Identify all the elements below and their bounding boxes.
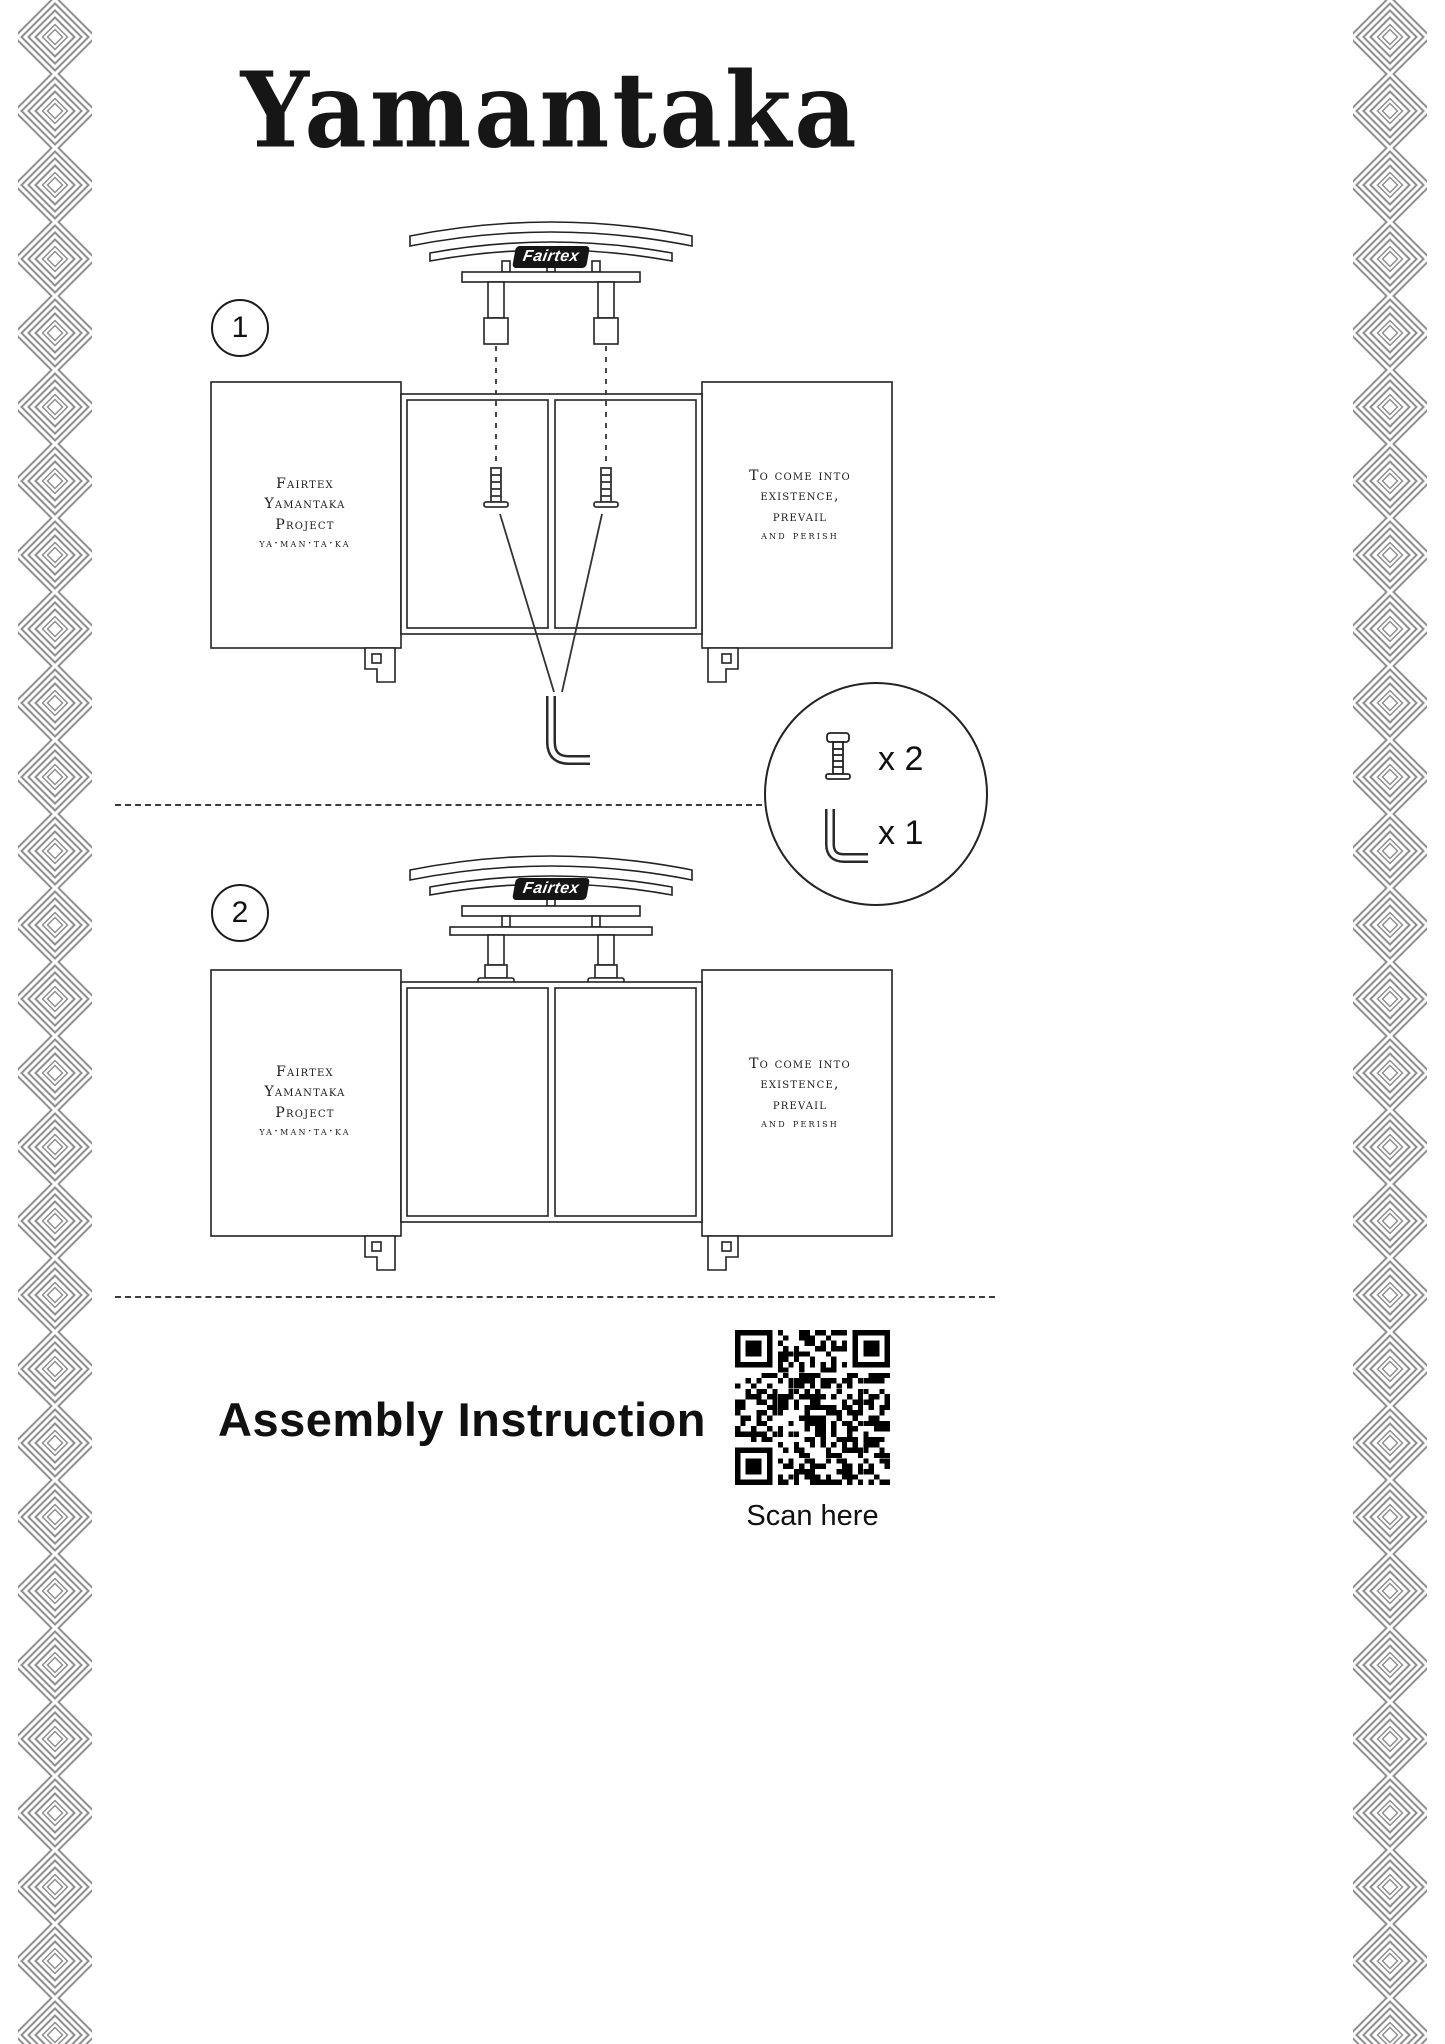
parts-legend: x 2 x 1	[764, 682, 988, 906]
left-panel-text: Fairtex Yamantaka Project ya·man·ta·ka	[230, 1062, 380, 1140]
endless-knot-border-right	[1353, 0, 1427, 2044]
torii-top-piece-attached-diagram	[406, 840, 696, 985]
bolt-icon	[483, 467, 509, 508]
page-title: Yamantaka	[240, 49, 860, 172]
cabinet-foot-right	[707, 647, 739, 683]
torii-top-piece-diagram	[406, 206, 696, 346]
step-2-badge: 2	[211, 884, 269, 942]
scan-here-label: Scan here	[746, 1500, 879, 1532]
endless-knot-border-left	[18, 0, 92, 2044]
step-1-badge: 1	[211, 299, 269, 357]
cabinet-diagram	[210, 380, 893, 690]
step-divider	[115, 804, 762, 806]
right-panel-text: To come into existence, prevail and peri…	[730, 1054, 870, 1132]
left-panel-line: ya·man·ta·ka	[259, 1123, 351, 1138]
bolt-quantity: x 2	[878, 740, 924, 778]
cabinet-foot-right	[707, 1235, 739, 1271]
left-panel-line: Yamantaka	[264, 1084, 346, 1101]
left-panel-line: ya·man·ta·ka	[259, 535, 351, 550]
cabinet-foot-left	[364, 1235, 396, 1271]
cabinet-diagram	[210, 968, 893, 1278]
right-panel-line: existence,	[760, 488, 840, 505]
dashed-guide-lines	[495, 346, 607, 466]
allen-key-icon	[546, 696, 590, 765]
right-panel-line: To come into	[749, 468, 851, 484]
step-1-number: 1	[231, 311, 249, 344]
allen-key-icon	[816, 804, 880, 868]
right-panel-line: To come into	[749, 1056, 851, 1072]
right-panel-line: existence,	[760, 1076, 840, 1093]
right-panel-text: To come into existence, prevail and peri…	[730, 466, 870, 544]
pointer-lines	[499, 513, 603, 693]
left-panel-text: Fairtex Yamantaka Project ya·man·ta·ka	[230, 474, 380, 552]
right-panel-line: prevail	[772, 1096, 828, 1113]
right-panel-line: prevail	[772, 508, 828, 525]
left-panel-line: Yamantaka	[264, 496, 346, 513]
cabinet-foot-left	[364, 647, 396, 683]
assembly-guides	[430, 338, 690, 780]
left-panel-line: Project	[275, 1104, 335, 1121]
qr-code	[735, 1330, 890, 1485]
fairtex-logo: Fairtex	[512, 246, 590, 268]
left-panel-line: Fairtex	[276, 1064, 334, 1080]
left-panel-line: Fairtex	[276, 476, 334, 492]
allen-key-quantity: x 1	[878, 814, 924, 852]
left-panel-line: Project	[275, 516, 335, 533]
right-panel-line: and perish	[761, 1115, 839, 1130]
step-divider	[115, 1296, 995, 1298]
step-2-number: 2	[231, 896, 249, 929]
bolt-icon	[593, 467, 619, 508]
bolt-icon	[818, 730, 858, 790]
assembly-instruction-heading: Assembly Instruction	[218, 1393, 706, 1446]
fairtex-logo: Fairtex	[512, 878, 590, 900]
right-panel-line: and perish	[761, 527, 839, 542]
